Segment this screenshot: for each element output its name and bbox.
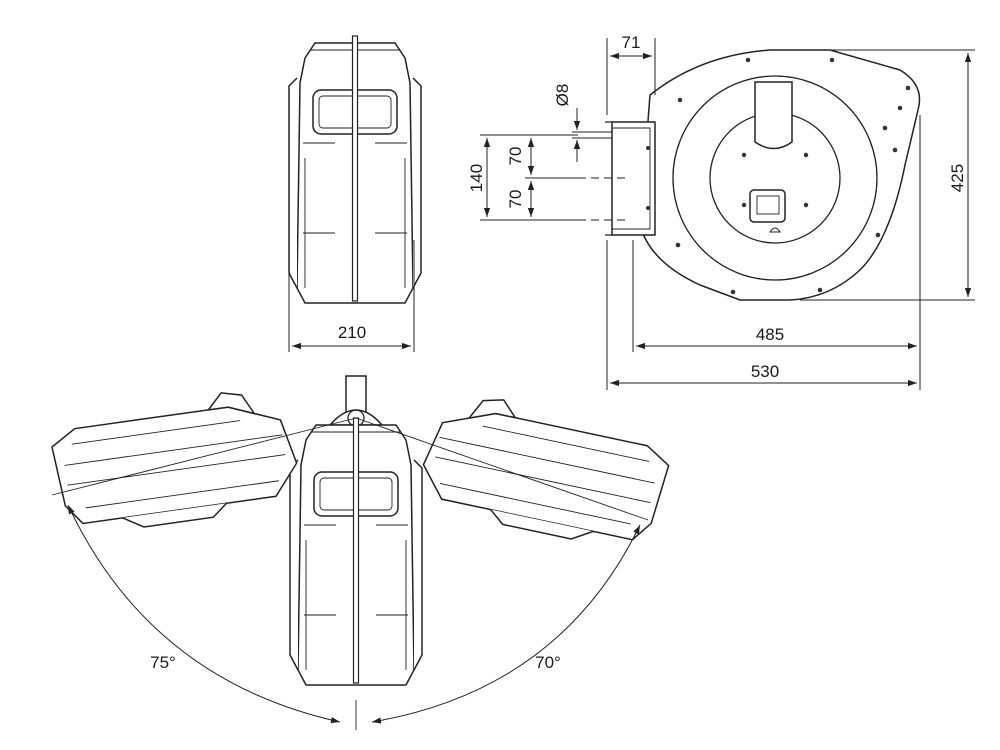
label-d8: Ø8 (553, 84, 572, 107)
dim-140: 140 70 70 (467, 134, 578, 221)
label-71: 71 (622, 33, 641, 52)
front-view-reel (288, 35, 422, 304)
swivel-arc: 75° 70° (51, 417, 649, 730)
label-70-lower: 70 (506, 190, 525, 209)
label-angle-70: 70° (535, 653, 561, 672)
swivel-reel-center (289, 417, 423, 686)
side-view-reel (572, 49, 921, 301)
dim-425: 425 (800, 49, 975, 301)
label-140: 140 (467, 164, 486, 192)
label-angle-75: 75° (150, 653, 176, 672)
swivel-reel-right (413, 385, 676, 557)
label-70-upper: 70 (506, 147, 525, 166)
dim-d8: Ø8 (553, 84, 581, 162)
label-425: 425 (948, 164, 967, 192)
label-485: 485 (756, 325, 784, 344)
dim-71: 71 (606, 33, 656, 115)
dim-485-530: 485 530 (606, 115, 921, 390)
label-530: 530 (751, 362, 779, 381)
dim-210: 210 (288, 240, 415, 352)
swivel-reel-left (47, 383, 304, 539)
label-210: 210 (338, 323, 366, 342)
